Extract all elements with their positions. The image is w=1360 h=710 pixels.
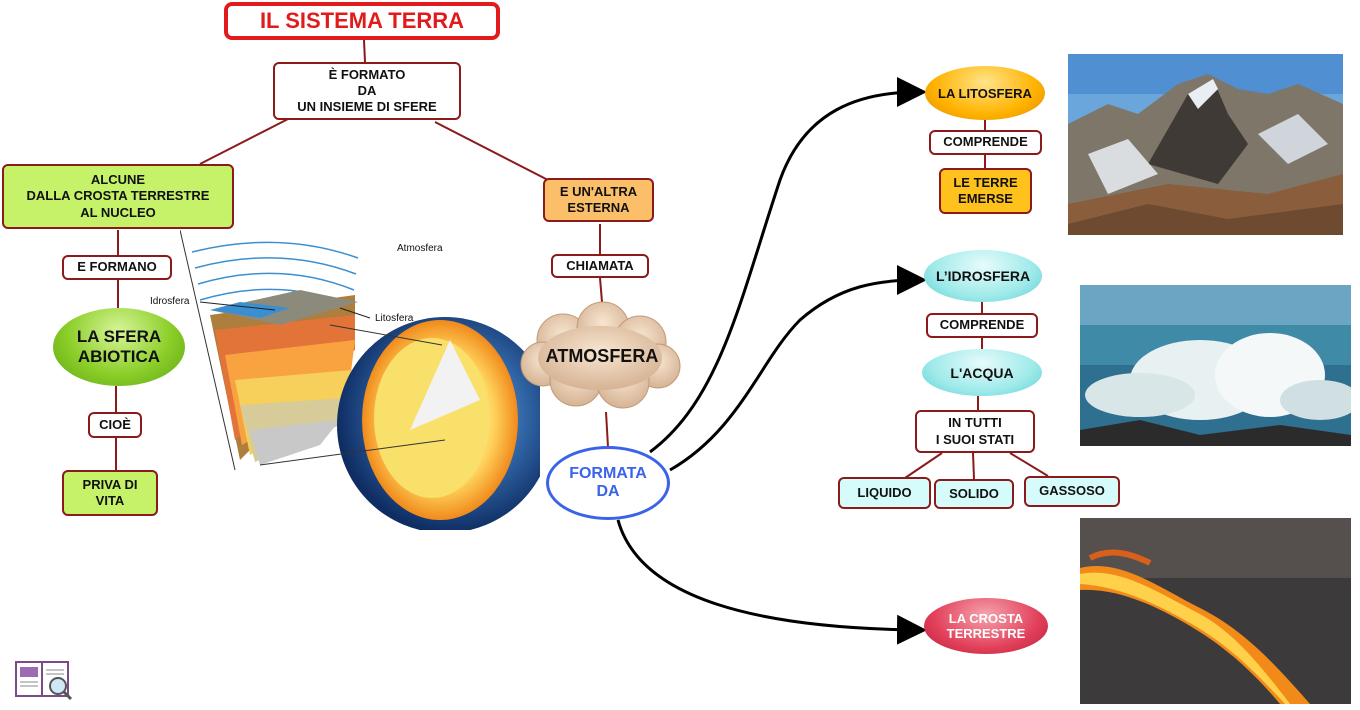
flow-arrows bbox=[616, 77, 927, 645]
node-priva: PRIVA DI VITA bbox=[62, 470, 158, 516]
node-stati: IN TUTTI I SUOI STATI bbox=[915, 410, 1035, 453]
earth-label-idrosfera: Idrosfera bbox=[150, 296, 190, 307]
node-litosfera: LA LITOSFERA bbox=[925, 66, 1045, 120]
node-terre: LE TERRE EMERSE bbox=[939, 168, 1032, 214]
node-altra: E UN'ALTRA ESTERNA bbox=[543, 178, 654, 222]
cloud-shape bbox=[518, 300, 683, 412]
node-alcune: ALCUNE DALLA CROSTA TERRESTRE AL NUCLEO bbox=[2, 164, 234, 229]
node-crosta: LA CROSTA TERRESTRE bbox=[924, 598, 1048, 654]
earth-cross-section-illustration: Atmosfera Idrosfera Litosfera bbox=[150, 229, 553, 533]
earth-label-atmosfera: Atmosfera bbox=[397, 243, 443, 254]
ocean-wave-photo bbox=[1080, 285, 1351, 446]
node-acqua: L'ACQUA bbox=[922, 349, 1042, 396]
node-liquido: LIQUIDO bbox=[838, 477, 931, 509]
node-formato: È FORMATO DA UN INSIEME DI SFERE bbox=[273, 62, 461, 120]
node-gassoso: GASSOSO bbox=[1024, 476, 1120, 507]
node-formano: E FORMANO bbox=[62, 255, 172, 280]
lava-flow-photo bbox=[1080, 518, 1351, 704]
node-comprende-1: COMPRENDE bbox=[929, 130, 1042, 155]
node-solido: SOLIDO bbox=[934, 479, 1014, 509]
node-chiamata: CHIAMATA bbox=[551, 254, 649, 278]
earth-label-litosfera: Litosfera bbox=[375, 313, 414, 324]
node-sfera-abiotica: LA SFERA ABIOTICA bbox=[53, 308, 185, 386]
node-atmosfera: ATMOSFERA bbox=[545, 345, 659, 366]
mountain-photo bbox=[1068, 54, 1343, 235]
book-magnifier-icon[interactable] bbox=[14, 658, 74, 702]
node-comprende-2: COMPRENDE bbox=[926, 313, 1038, 338]
page-title: IL SISTEMA TERRA bbox=[224, 2, 500, 40]
node-cioe: CIOÈ bbox=[88, 412, 142, 438]
node-idrosfera: L’IDROSFERA bbox=[924, 250, 1042, 302]
node-formata: FORMATA DA bbox=[546, 446, 670, 520]
